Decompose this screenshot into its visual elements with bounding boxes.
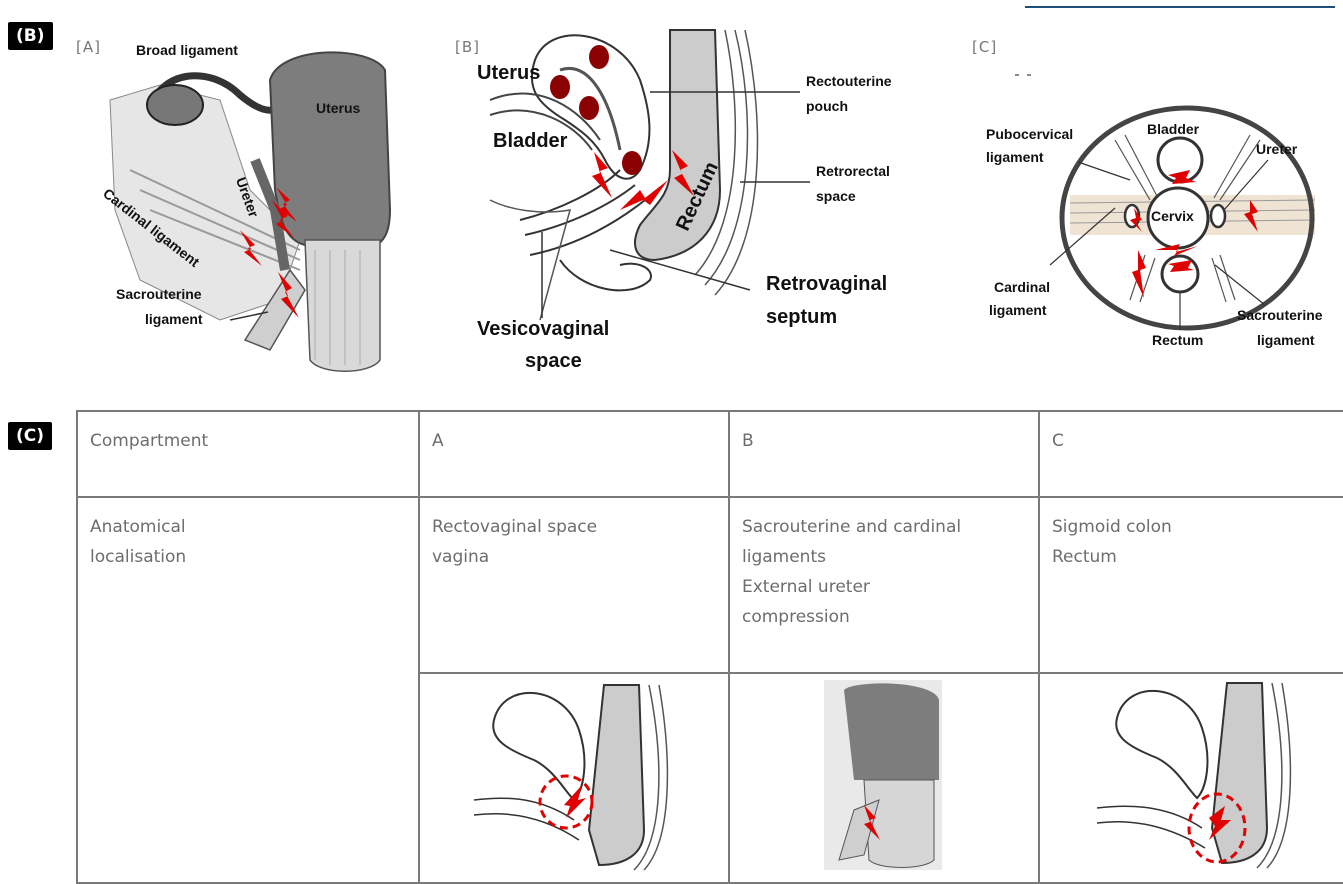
label-sacrouterine-c-2: ligament	[1257, 332, 1315, 348]
row-label-line-1: Anatomical	[90, 512, 406, 542]
header-a: A	[419, 411, 729, 497]
header-c: C	[1039, 411, 1343, 497]
section-c-badge: (C)	[8, 422, 52, 450]
cell-b-line-4: compression	[742, 602, 1026, 632]
row-label-cell: Anatomical localisation	[77, 497, 419, 883]
label-ureter-c: Ureter	[1256, 141, 1297, 157]
cell-c-image	[1039, 673, 1343, 883]
cell-a-text: Rectovaginal space vagina	[419, 497, 729, 673]
cell-a-line-1: Rectovaginal space	[432, 512, 716, 542]
table-header-row: Compartment A B C	[77, 411, 1343, 497]
thumbnail-b	[824, 680, 944, 870]
cell-b-image	[729, 673, 1039, 883]
header-b: B	[729, 411, 1039, 497]
label-rectum-c: Rectum	[1152, 332, 1203, 348]
label-cardinal-2: ligament	[989, 302, 1047, 318]
header-compartment: Compartment	[77, 411, 419, 497]
thumbnail-a	[474, 680, 674, 870]
label-pubocervical-1: Pubocervical	[986, 126, 1073, 142]
label-sacrouterine-c-1: Sacrouterine	[1237, 307, 1323, 323]
cell-c-text: Sigmoid colon Rectum	[1039, 497, 1343, 673]
cell-c-line-1: Sigmoid colon	[1052, 512, 1342, 542]
table-row: Anatomical localisation Rectovaginal spa…	[77, 497, 1343, 673]
label-cervix: Cervix	[1151, 208, 1194, 224]
cell-a-image	[419, 673, 729, 883]
label-pubocervical-2: ligament	[986, 149, 1044, 165]
cell-a-line-2: vagina	[432, 542, 716, 572]
cell-b-line-3: External ureter	[742, 572, 1026, 602]
compartment-table: Compartment A B C Anatomical localisatio…	[76, 410, 1343, 884]
row-label-line-2: localisation	[90, 542, 406, 572]
label-bladder-c: Bladder	[1147, 121, 1199, 137]
cell-b-text: Sacrouterine and cardinal ligaments Exte…	[729, 497, 1039, 673]
thumbnail-c	[1097, 678, 1297, 872]
cell-b-line-2: ligaments	[742, 542, 1026, 572]
cell-b-line-1: Sacrouterine and cardinal	[742, 512, 1026, 542]
label-cardinal-1: Cardinal	[994, 279, 1050, 295]
cell-c-line-2: Rectum	[1052, 542, 1342, 572]
